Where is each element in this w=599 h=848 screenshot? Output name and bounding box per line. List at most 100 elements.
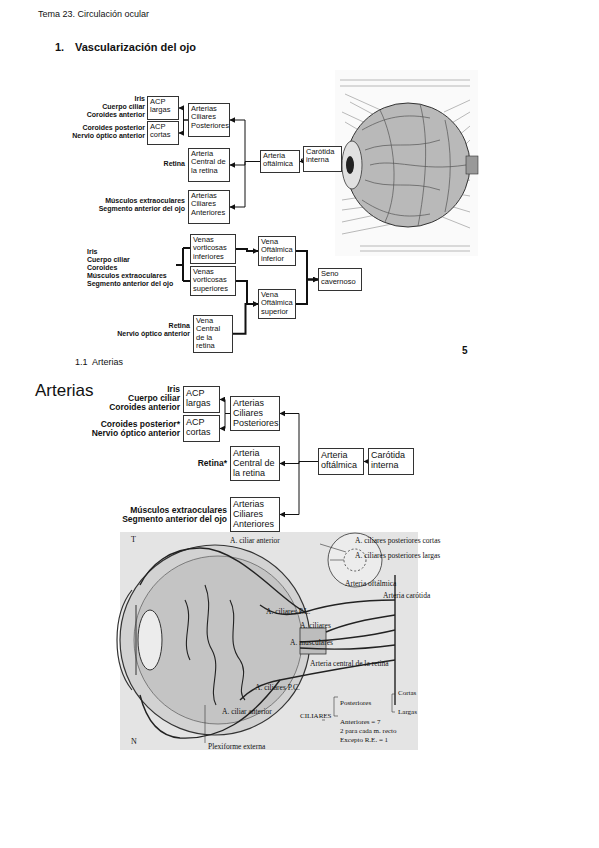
text-label: Vascularización del ojo [75, 42, 196, 53]
callout-label: Arteria oftálmica [345, 580, 396, 588]
text-label: Retina [164, 160, 185, 167]
text-label: Coroides [87, 264, 117, 271]
text-label: Segmento anterior del ojo [122, 515, 227, 524]
process-box: Venas vorticosas superiores [190, 266, 236, 296]
box-text: Carótida interna [306, 148, 339, 165]
callout-label: A. ciliares posteriores largas [355, 552, 440, 560]
process-box: ACP largas [183, 386, 220, 413]
box-text: Vena Oftálmica superior [261, 291, 293, 316]
callout-label: Excepto R.E. = 1 [340, 737, 388, 744]
box-text: ACP largas [150, 98, 176, 115]
text-label: 5 [462, 346, 468, 356]
text-label: Músculos extraoculares [105, 197, 185, 204]
text-label: Iris [167, 385, 180, 394]
process-box: Arterias Ciliares Posteriores [230, 396, 280, 431]
callout-label: CILIARES [300, 713, 332, 720]
box-text: Arterias Ciliares Posteriores [233, 398, 277, 428]
connector-arrow [230, 120, 260, 162]
box-text: Arterias Ciliares Anteriores [191, 192, 227, 217]
connector-arrow [280, 462, 318, 515]
text-label: Segmento anterior del ojo [87, 280, 173, 287]
text-label: 1.1 [75, 358, 88, 367]
process-box: Venas vorticosas inferiores [190, 234, 236, 264]
connector-arrow [280, 462, 318, 464]
box-text: Carótida interna [371, 450, 411, 470]
process-box: Arterias Ciliares Posteriores [188, 103, 230, 137]
process-box: ACP cortas [183, 415, 220, 442]
box-text: Arteria Central de la retina [233, 448, 277, 478]
connector-arrow [179, 120, 188, 133]
text-label: Tema 23. Circulación ocular [38, 10, 149, 19]
callout-label: Largas [398, 709, 417, 716]
callout-label: Arteria central de la retina [310, 660, 389, 668]
text-label: Músculos extraoculares [130, 506, 227, 515]
text-label: Nervio óptico anterior [92, 429, 180, 438]
connector-arrow [296, 251, 318, 280]
box-text: Arterias Ciliares Anteriores [233, 499, 277, 529]
callout-label: A. ciliares posteriores cortas [355, 537, 440, 545]
text-label: Iris [87, 248, 98, 255]
text-label: Segmento anterior del ojo [99, 205, 185, 212]
box-text: ACP largas [186, 388, 217, 408]
text-label: Cuerpo ciliar [128, 394, 180, 403]
connector-arrow [296, 280, 318, 305]
callout-label: T [131, 536, 136, 544]
text-label: Músculos extraoculares [87, 272, 167, 279]
text-label: Cuerpo ciliar [102, 103, 145, 110]
box-text: Seno cavernoso [321, 270, 359, 287]
callout-label: A. ciliares P.C. [255, 684, 300, 692]
process-box: Carótida interna [303, 146, 342, 172]
text-label: Retina* [198, 459, 227, 468]
process-box: Arteria Central de la retina [188, 148, 230, 182]
eye-vascular-illustration [335, 70, 478, 256]
callout-label: Cortas [398, 690, 416, 697]
callout-label: Posteriores [340, 700, 371, 707]
connector-arrow [230, 162, 260, 166]
process-box: Arteria oftálmica [260, 150, 300, 173]
text-label: Cuerpo ciliar [87, 256, 130, 263]
text-label: 1. [55, 42, 64, 53]
callout-label: A. ciliares P.L. [266, 608, 310, 616]
process-box: Arterias Ciliares Anteriores [230, 497, 280, 532]
process-box: Arteria Central de la retina [230, 446, 280, 481]
callout-label: N [131, 738, 137, 746]
box-text: Venas vorticosas superiores [193, 268, 233, 293]
text-label: Nervio óptico anterior [72, 132, 145, 139]
connector-arrow [220, 400, 230, 414]
vein-bracket [176, 248, 190, 281]
arterial-eye-illustration [117, 532, 418, 750]
text-label: Coroides anterior [109, 403, 180, 412]
connector-arrow [236, 281, 258, 304]
callout-label: Anteriores = 7 [340, 719, 381, 726]
box-text: Arteria oftálmica [263, 152, 297, 169]
callout-label: A. musculares [290, 639, 333, 647]
process-box: Arterias Ciliares Anteriores [188, 190, 230, 224]
process-box: Vena Oftálmica superior [258, 289, 296, 319]
box-text: ACP cortas [186, 417, 217, 437]
callout-label: A. ciliares [300, 622, 331, 630]
text-label: Coroides posterior [82, 124, 145, 131]
process-box: ACP largas [147, 96, 179, 120]
process-box: Arteria oftálmica [318, 448, 364, 475]
connector-arrow [230, 162, 260, 208]
process-box: Seno cavernoso [318, 268, 362, 291]
connector-arrow [179, 108, 188, 120]
callout-label: A. ciliar anterior [230, 537, 280, 545]
text-label: Iris [134, 95, 145, 102]
process-box: ACP cortas [147, 121, 179, 145]
box-text: Vena Oftálmica inferior [261, 238, 293, 263]
callout-label: 2 para cada m. recto [340, 728, 397, 735]
process-box: Vena Central de la retina [193, 315, 233, 353]
text-label: Retina [169, 322, 190, 329]
box-text: ACP cortas [150, 123, 176, 140]
text-label: Arterias [92, 358, 123, 367]
process-box: Carótida interna [368, 448, 414, 475]
process-box: Vena Oftálmica inferior [258, 236, 296, 266]
text-label: Arterias [35, 382, 94, 399]
text-label: Nervio óptico anterior [117, 330, 190, 337]
callout-label: Plexiforme externa [208, 743, 265, 751]
box-text: Arterias Ciliares Posteriores [191, 105, 227, 130]
connector-arrow [280, 414, 318, 462]
callout-label: A. ciliar anterior [222, 708, 272, 716]
